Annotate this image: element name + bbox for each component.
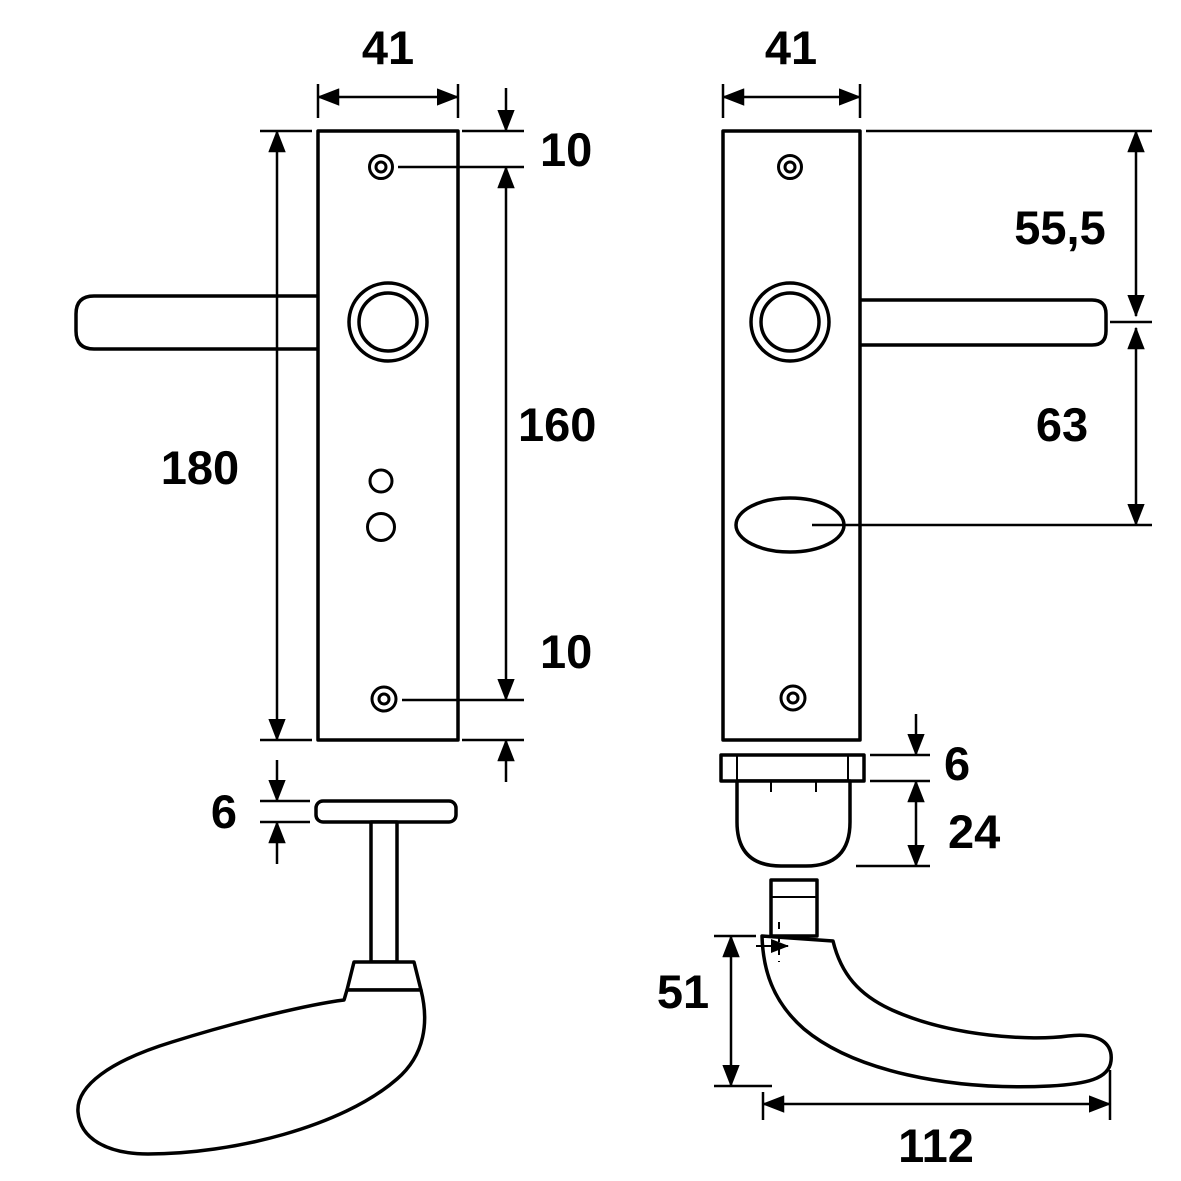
dim-bottom-offset-left: 10 [462, 625, 592, 782]
small-hole-lower-left [366, 512, 396, 542]
dim-plate-width-left: 41 [316, 21, 460, 118]
dim-label-collar-thickness: 6 [944, 737, 970, 790]
dim-label-spring-unit-height: 24 [948, 805, 1000, 858]
dim-top-offset-left: 10 [462, 88, 592, 176]
dim-handle-to-cylinder: 63 [812, 326, 1152, 527]
collar-bar-right [719, 753, 866, 783]
rose-inner-left [357, 291, 419, 353]
backplate-left [316, 129, 460, 742]
screw-hole-top-right-inner [783, 160, 797, 174]
dim-plate-width-right: 41 [721, 21, 862, 118]
backplate-right [721, 129, 862, 742]
dim-top-to-handle: 55,5 [866, 129, 1152, 324]
lever-handle-right [819, 298, 1108, 347]
dim-label-rosette-thickness-left: 6 [211, 785, 237, 838]
spring-unit-right [735, 779, 852, 868]
screw-hole-top-left-inner [374, 160, 388, 174]
collar-edge-lines [736, 755, 849, 781]
screw-hole-bottom-right-inner [786, 691, 800, 705]
dim-grip-length: 112 [761, 1070, 1112, 1172]
dim-spring-unit-height: 24 [856, 779, 1000, 868]
right-view-side: 41 55,5 63 6 24 [657, 21, 1152, 1172]
screw-hole-bottom-left-inner [377, 692, 391, 706]
grip-neck-left [345, 960, 423, 992]
spindle-stem-left [369, 820, 399, 964]
dim-label-grip-height: 51 [657, 965, 709, 1018]
lever-handle-left [74, 294, 362, 351]
dim-label-handle-to-cylinder: 63 [1036, 398, 1088, 451]
dim-plate-height-left: 180 [161, 129, 312, 742]
dim-label-hole-spacing-left: 160 [518, 398, 596, 451]
dim-rosette-thickness-left: 6 [211, 760, 310, 864]
small-hole-upper-left [368, 468, 394, 494]
grip-stem-right [769, 878, 819, 938]
rose-inner-right [759, 291, 821, 353]
dim-collar-thickness: 6 [870, 714, 970, 790]
dim-grip-height: 51 [657, 934, 772, 1088]
dim-label-top-to-handle: 55,5 [1014, 201, 1105, 254]
spring-unit-tabs [770, 781, 817, 792]
grip-body-left [76, 988, 427, 1156]
left-view-front: 41 180 160 10 10 [74, 21, 596, 1156]
dim-label-bottom-offset-left: 10 [540, 625, 592, 678]
dim-label-plate-height-left: 180 [161, 441, 239, 494]
dim-label-top-offset-left: 10 [540, 123, 592, 176]
dim-label-grip-length: 112 [898, 1119, 974, 1172]
dim-label-plate-width-right: 41 [765, 21, 817, 74]
dim-label-plate-width-left: 41 [362, 21, 414, 74]
dim-hole-spacing-left: 160 [398, 165, 596, 702]
rosette-bar-left [314, 799, 458, 824]
grip-body-right [760, 934, 1113, 1089]
